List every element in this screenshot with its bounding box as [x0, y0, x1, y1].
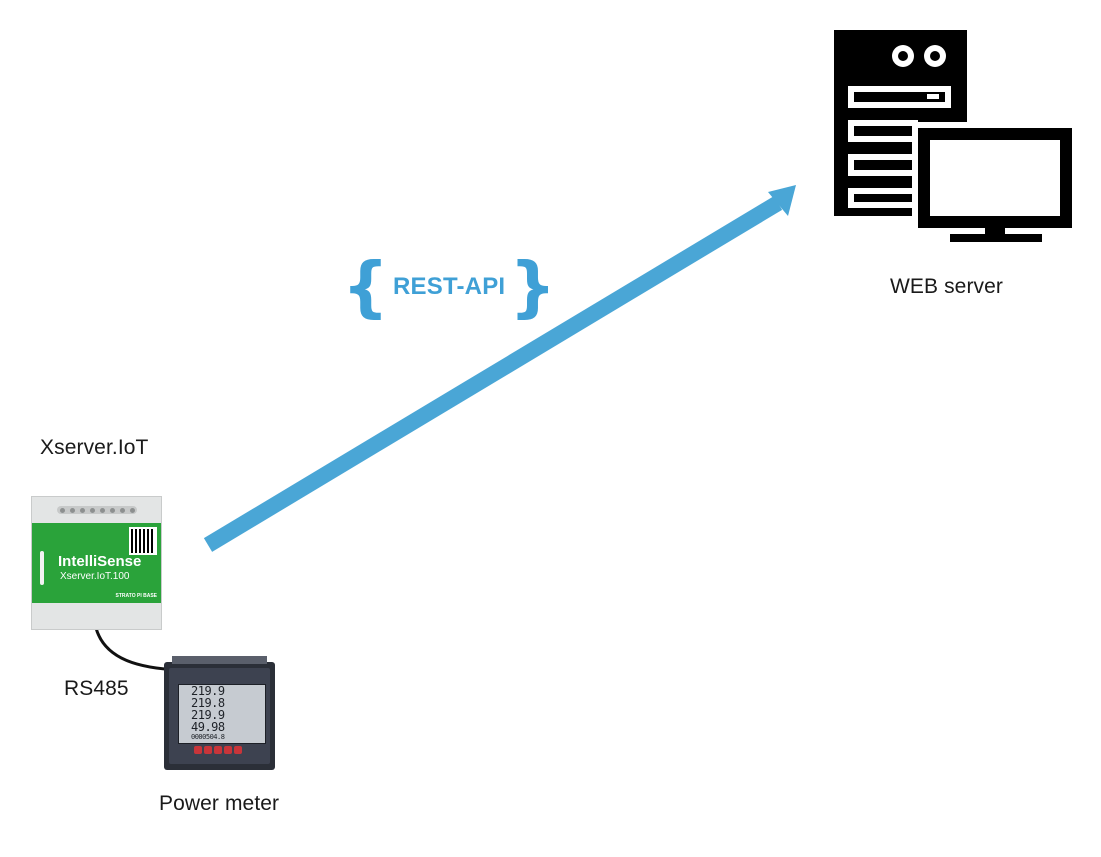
- status-led-bar: [40, 551, 44, 585]
- web-server-label: WEB server: [890, 275, 1004, 298]
- xserver-device-image: IntelliSense Xserver.IoT.100 STRATO PI B…: [31, 496, 162, 630]
- arrow-head: [768, 185, 796, 216]
- power-meter-image: 219.9 219.8 219.9 49.98 0000504.8: [164, 656, 275, 770]
- rs485-label: RS485: [64, 677, 129, 700]
- open-brace: {: [342, 248, 389, 325]
- meter-display: 219.9 219.8 219.9 49.98 0000504.8: [178, 684, 266, 744]
- meter-buttons: [194, 746, 242, 754]
- arrow-shaft: [203, 196, 783, 552]
- meter-reading: 219.9: [191, 684, 225, 698]
- device-brand: IntelliSense: [58, 553, 142, 570]
- rest-api-arrow: [203, 185, 796, 552]
- power-meter-label: Power meter: [159, 792, 280, 815]
- device-base-label: STRATO PI BASE: [115, 593, 158, 599]
- device-model: Xserver.IoT.100: [60, 571, 130, 582]
- monitor-icon: [912, 122, 1078, 242]
- device-front-panel: IntelliSense Xserver.IoT.100 STRATO PI B…: [32, 523, 161, 603]
- meter-reading: 0000504.8: [191, 733, 225, 741]
- meter-reading: 219.8: [191, 696, 225, 710]
- rest-api-label: { REST-API }: [342, 252, 556, 322]
- terminal-block: [57, 506, 137, 514]
- meter-terminal-strip: [172, 656, 267, 664]
- rest-api-text: REST-API: [393, 273, 506, 300]
- close-brace: }: [509, 248, 557, 325]
- meter-reading: 219.9: [191, 708, 225, 722]
- xserver-label: Xserver.IoT: [40, 436, 149, 459]
- qr-code-icon: [129, 527, 157, 555]
- meter-reading: 49.98: [191, 720, 225, 734]
